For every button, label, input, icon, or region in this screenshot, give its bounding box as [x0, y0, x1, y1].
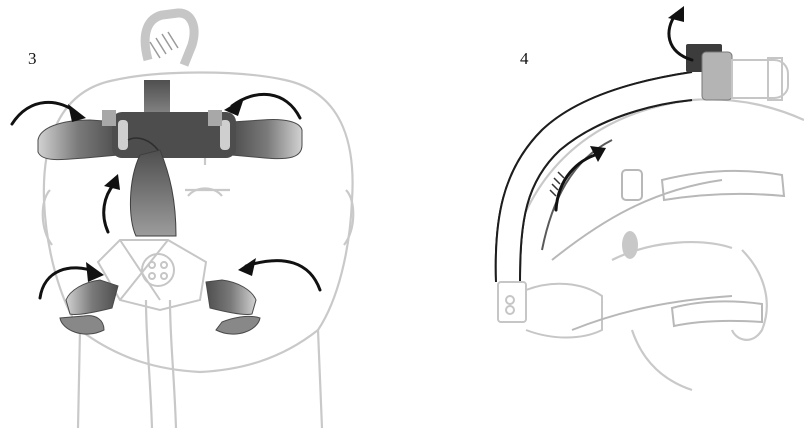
lower-left-strap	[66, 280, 118, 315]
eye	[622, 231, 638, 259]
step-4-panel: 4	[402, 0, 804, 428]
upper-right-strap	[232, 119, 302, 158]
step-3-panel: 3	[0, 0, 400, 428]
lower-right-strap	[206, 280, 256, 315]
lower-right-flap	[216, 316, 260, 334]
mask-connector	[498, 282, 602, 338]
step-4-illustration	[402, 0, 804, 428]
tube-clip	[686, 44, 788, 100]
lower-left-flap	[60, 316, 104, 334]
center-strap	[130, 150, 176, 236]
head-straps	[552, 170, 784, 330]
top-loop	[145, 13, 194, 65]
step-3-illustration	[0, 0, 400, 428]
